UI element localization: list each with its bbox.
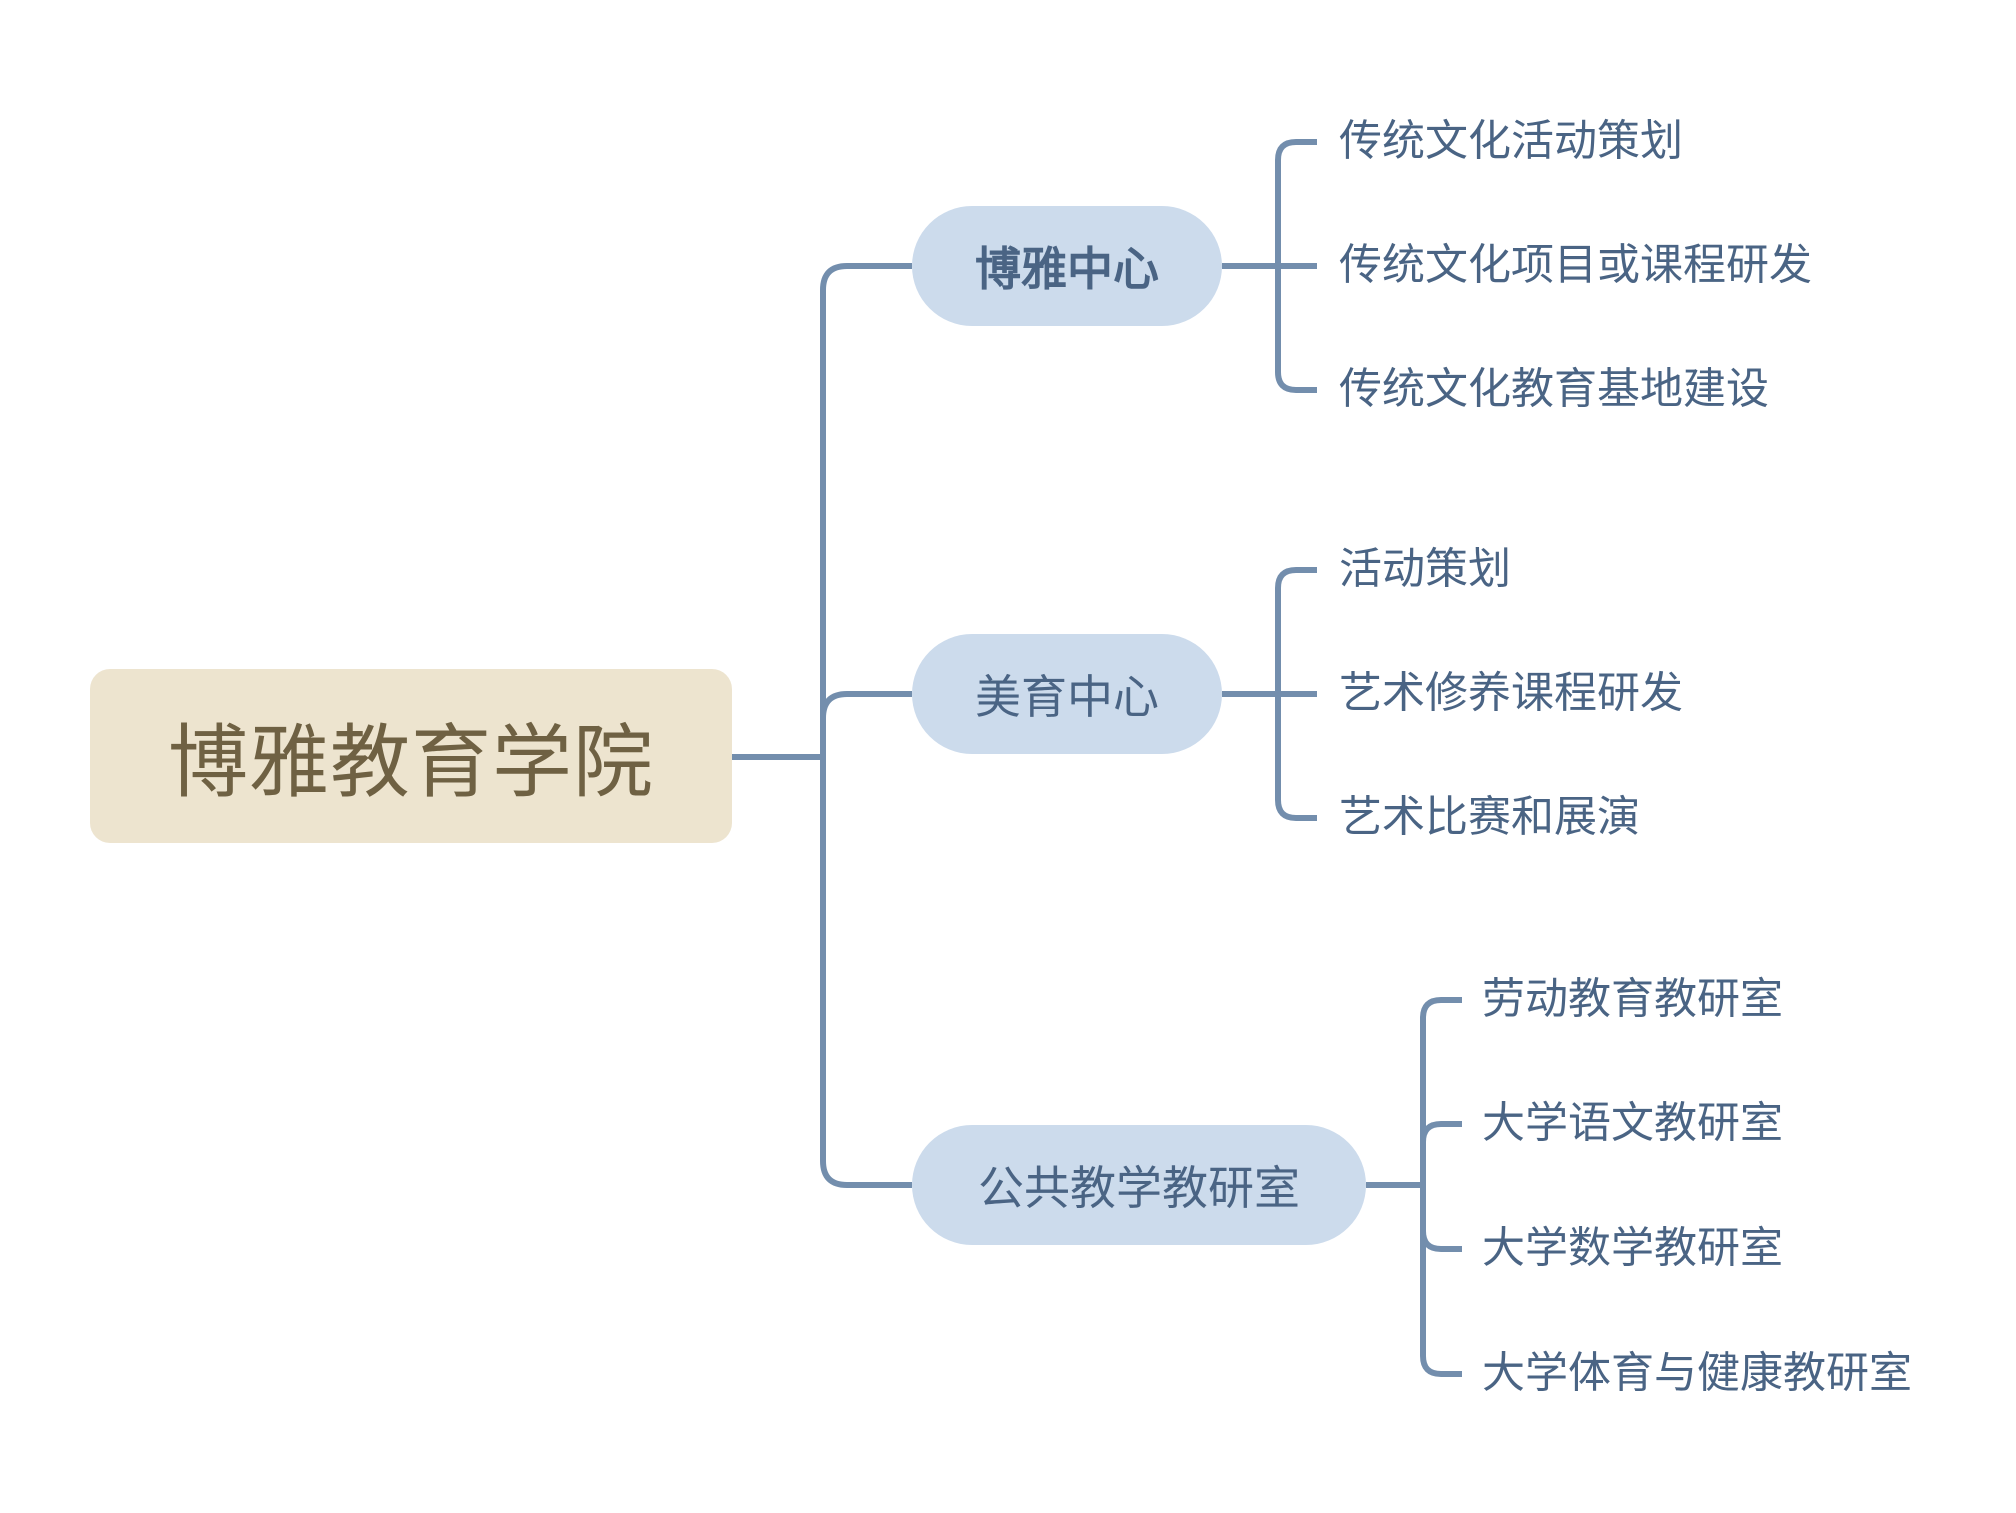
branch-label: 博雅中心 <box>975 242 1159 296</box>
connector-branch-1 <box>820 263 912 757</box>
leaf-node[interactable]: 大学体育与健康教研室 <box>1482 1348 1912 1399</box>
connector-branch-3 <box>820 757 912 1188</box>
root-label: 博雅教育学院 <box>168 716 654 809</box>
connector-leaf-2-1 <box>1275 567 1317 694</box>
connector-leaf-3-3 <box>1420 1185 1462 1252</box>
leaf-node[interactable]: 劳动教育教研室 <box>1482 974 1783 1025</box>
connector-leaf-1-3 <box>1275 266 1317 393</box>
leaf-node[interactable]: 大学数学教研室 <box>1482 1223 1783 1274</box>
leaf-node[interactable]: 活动策划 <box>1339 544 1511 595</box>
leaf-node[interactable]: 传统文化教育基地建设 <box>1339 364 1769 415</box>
connector-leaf-2-3 <box>1275 694 1317 821</box>
root-node[interactable]: 博雅教育学院 <box>90 669 732 843</box>
leaf-node[interactable]: 艺术修养课程研发 <box>1339 668 1683 719</box>
connector-leaf-3-1 <box>1420 997 1462 1185</box>
connector-leaf-3-2 <box>1420 1121 1462 1185</box>
leaf-node[interactable]: 传统文化项目或课程研发 <box>1339 240 1812 291</box>
connector-branch-2 <box>820 691 912 757</box>
leaf-node[interactable]: 大学语文教研室 <box>1482 1098 1783 1149</box>
connector-leaf-3-4 <box>1420 1185 1462 1377</box>
branch-node-boya-center[interactable]: 博雅中心 <box>912 206 1222 326</box>
leaf-node[interactable]: 传统文化活动策划 <box>1339 116 1683 167</box>
branch-node-aesthetic-center[interactable]: 美育中心 <box>912 634 1222 754</box>
branch-node-public-teaching[interactable]: 公共教学教研室 <box>912 1125 1366 1245</box>
branch-label: 美育中心 <box>975 670 1159 724</box>
connector-leaf-1-1 <box>1275 139 1317 266</box>
leaf-node[interactable]: 艺术比赛和展演 <box>1339 792 1640 843</box>
branch-label: 公共教学教研室 <box>978 1161 1300 1215</box>
